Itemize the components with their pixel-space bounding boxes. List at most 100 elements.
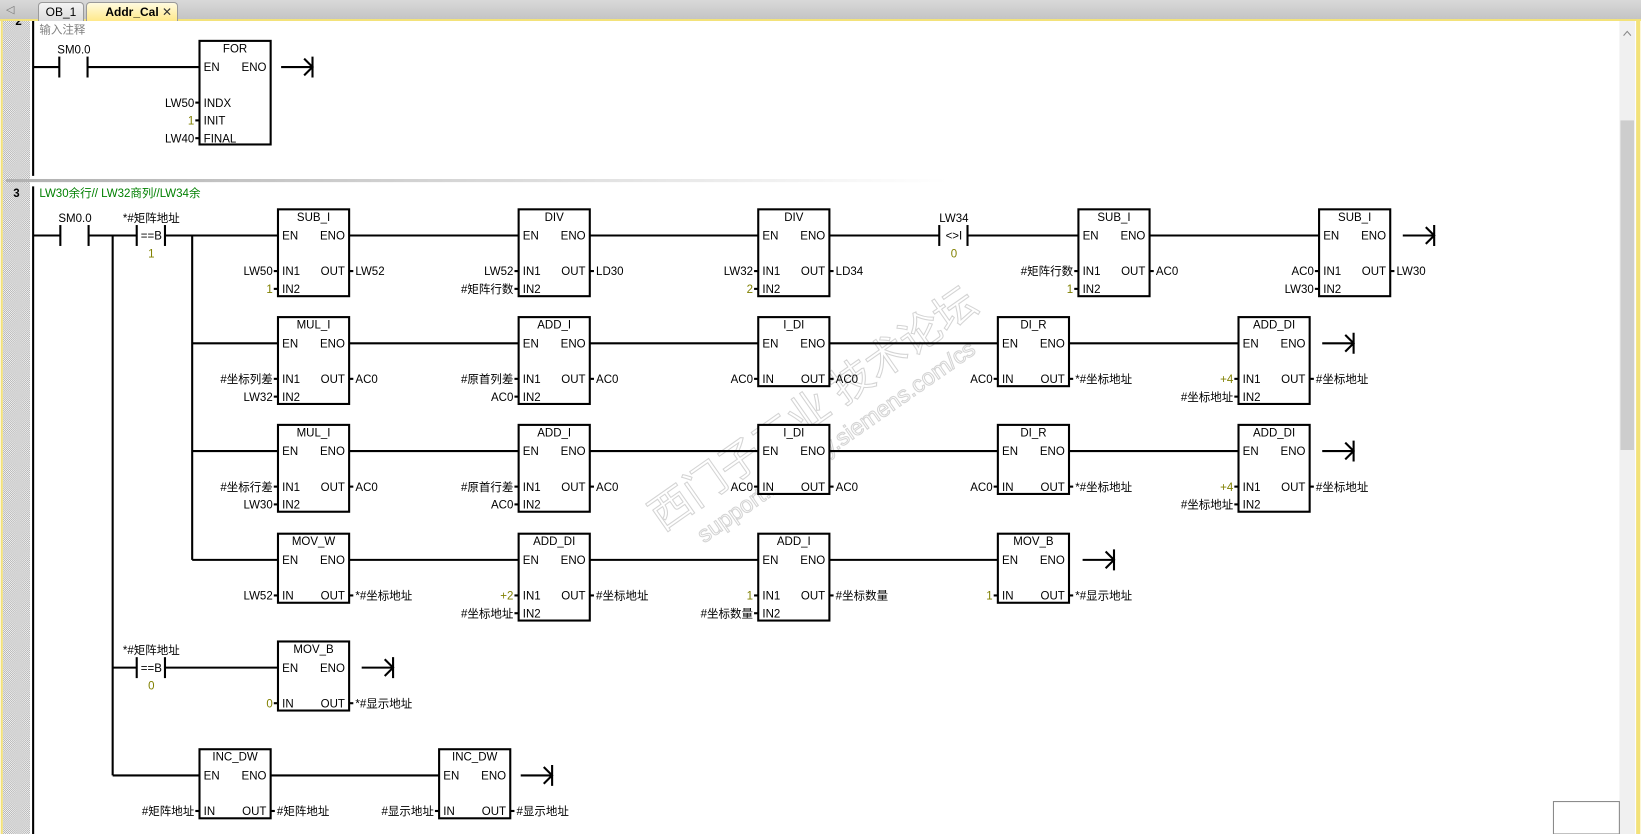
operand[interactable]: AC0 <box>731 482 753 494</box>
output-operand[interactable]: #显示地址 <box>517 804 570 818</box>
output-operand[interactable]: AC0 <box>596 374 618 386</box>
operand[interactable]: #矩阵行数 <box>1021 264 1074 278</box>
instruction-box[interactable] <box>757 532 831 622</box>
pin-eno: ENO <box>1120 231 1145 243</box>
instruction-box[interactable] <box>1077 208 1151 298</box>
operand[interactable]: AC0 <box>731 374 753 386</box>
operand[interactable]: #原首列差 <box>461 372 513 386</box>
instruction-box[interactable] <box>996 316 1071 388</box>
instruction-box[interactable] <box>757 423 831 495</box>
operand[interactable]: LW52 <box>484 266 513 278</box>
contact[interactable] <box>58 223 90 248</box>
scrollbar-thumb[interactable] <box>1620 120 1635 450</box>
instruction-box[interactable] <box>198 748 272 820</box>
output-operand[interactable]: AC0 <box>355 374 377 386</box>
operand[interactable]: #矩阵行数 <box>461 282 514 296</box>
operand[interactable]: +4 <box>1220 374 1234 386</box>
instruction-box[interactable] <box>276 640 351 712</box>
operand[interactable]: LW32 <box>244 392 273 404</box>
output-operand[interactable]: LW30 <box>1397 266 1426 278</box>
operand[interactable]: LW50 <box>244 266 273 278</box>
operand[interactable]: 1 <box>986 591 992 603</box>
output-operand[interactable]: LW52 <box>355 266 384 278</box>
instruction-box[interactable] <box>517 532 591 622</box>
operand[interactable]: 0 <box>266 698 272 710</box>
operand[interactable]: #坐标地址 <box>1181 390 1234 404</box>
tab-addr-cal[interactable]: Addr_Cal ✕ <box>86 2 178 21</box>
operand[interactable]: #坐标地址 <box>461 606 514 620</box>
operand[interactable]: LW30 <box>1285 284 1314 296</box>
operand[interactable]: LW52 <box>244 591 273 603</box>
operand[interactable]: 1 <box>1067 284 1073 296</box>
output-operand[interactable]: #坐标数量 <box>836 589 888 603</box>
instruction-box[interactable] <box>996 532 1071 604</box>
operand[interactable]: 1 <box>188 116 194 128</box>
output-operand[interactable]: #坐标地址 <box>596 589 649 603</box>
operand[interactable]: LW32 <box>724 266 753 278</box>
instruction-box[interactable] <box>1318 208 1392 298</box>
instruction-box[interactable] <box>1237 423 1311 513</box>
operand[interactable]: #坐标列差 <box>220 372 272 386</box>
instruction-box[interactable] <box>198 39 272 146</box>
operand[interactable]: #坐标数量 <box>701 606 753 620</box>
output-operand[interactable]: *#坐标地址 <box>355 589 412 603</box>
pin-label: IN2 <box>1083 284 1101 296</box>
tab-scroll-left-icon[interactable]: ◁ <box>6 4 15 16</box>
output-operand[interactable]: AC0 <box>1156 266 1178 278</box>
tab-ob1[interactable]: OB_1 <box>38 2 84 21</box>
ladder-editor[interactable]: 西门子工业 技术论坛 support.industry.siemens.com/… <box>0 21 1641 834</box>
output-operand[interactable]: AC0 <box>596 482 618 494</box>
instruction-box[interactable] <box>757 208 831 298</box>
pin-out: OUT <box>321 482 345 494</box>
operand[interactable]: #原首行差 <box>461 480 513 494</box>
operand[interactable]: +4 <box>1220 482 1234 494</box>
operand[interactable]: 1 <box>266 284 272 296</box>
instruction-box[interactable] <box>276 532 351 604</box>
contact[interactable] <box>57 54 89 79</box>
instruction-box[interactable] <box>438 748 512 820</box>
output-operand[interactable]: AC0 <box>836 482 858 494</box>
output-operand[interactable]: #坐标地址 <box>1316 372 1369 386</box>
operand[interactable]: +2 <box>500 591 513 603</box>
instruction-box[interactable] <box>517 208 591 298</box>
output-operand[interactable]: *#坐标地址 <box>1075 480 1132 494</box>
operand[interactable]: LW40 <box>165 133 194 145</box>
output-operand[interactable]: *#坐标地址 <box>1075 372 1132 386</box>
operand[interactable]: #显示地址 <box>381 804 434 818</box>
operand[interactable]: 2 <box>747 284 753 296</box>
scroll-up-icon[interactable] <box>1623 30 1632 36</box>
operand[interactable]: #坐标行差 <box>220 480 272 494</box>
output-operand[interactable]: LD30 <box>596 266 624 278</box>
output-operand[interactable]: *#显示地址 <box>1075 589 1132 603</box>
close-tab-icon[interactable]: ✕ <box>161 5 172 19</box>
instruction-box[interactable] <box>757 316 831 388</box>
operand[interactable]: LW50 <box>165 98 194 110</box>
network-comment[interactable]: LW30余行// LW32商列//LW34余 <box>39 186 201 200</box>
operand[interactable]: #矩阵地址 <box>142 804 195 818</box>
instruction-box[interactable] <box>276 423 351 513</box>
output-operand[interactable]: #坐标地址 <box>1316 480 1369 494</box>
instruction-box[interactable] <box>276 208 351 298</box>
pin-eno: ENO <box>561 555 586 567</box>
operand[interactable]: 1 <box>747 591 753 603</box>
instruction-box[interactable] <box>996 423 1071 495</box>
output-operand[interactable]: *#显示地址 <box>355 696 412 710</box>
operand[interactable]: #坐标地址 <box>1181 498 1234 512</box>
instruction-box[interactable] <box>517 316 591 406</box>
output-operand[interactable]: AC0 <box>836 374 858 386</box>
pin-out: OUT <box>801 374 825 386</box>
network-comment[interactable]: 输入注释 <box>39 23 85 37</box>
output-operand[interactable]: LD34 <box>836 266 864 278</box>
operand[interactable]: LW30 <box>244 500 273 512</box>
output-operand[interactable]: #矩阵地址 <box>277 804 330 818</box>
output-operand[interactable]: AC0 <box>355 482 377 494</box>
instruction-box[interactable] <box>276 316 351 406</box>
vertical-scrollbar[interactable] <box>1619 21 1636 834</box>
instruction-box[interactable] <box>1237 316 1311 406</box>
operand[interactable]: AC0 <box>491 392 513 404</box>
operand[interactable]: AC0 <box>970 374 992 386</box>
operand[interactable]: AC0 <box>1291 266 1313 278</box>
operand[interactable]: AC0 <box>491 500 513 512</box>
instruction-box[interactable] <box>517 423 591 513</box>
operand[interactable]: AC0 <box>970 482 992 494</box>
